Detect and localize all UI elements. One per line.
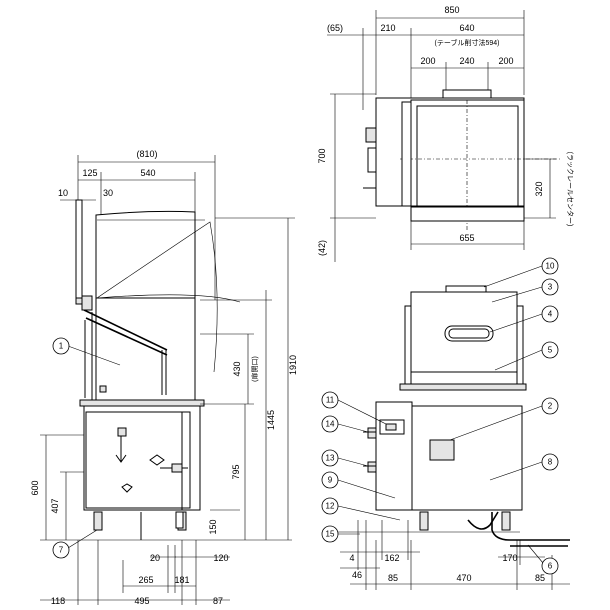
callout-10 <box>541 257 559 275</box>
callouts: 1 2 3 4 5 6 7 8 9 10 11 12 <box>52 257 559 575</box>
dim-700: 700 <box>317 148 327 163</box>
dim-85-left: 85 <box>388 573 398 583</box>
top-view: 850 (65) 210 640 (テーブル削寸法594) 200 240 20… <box>317 5 575 262</box>
callout-12-label: 12 <box>326 502 335 511</box>
callout-5-label: 5 <box>548 346 553 355</box>
callout-15 <box>321 525 339 543</box>
dim-600: 600 <box>30 480 40 495</box>
dim-10: 10 <box>58 188 68 198</box>
dim-640: 640 <box>459 23 474 33</box>
dim-4: 4 <box>349 553 354 563</box>
dim-120: 120 <box>213 553 228 563</box>
callout-3-label: 3 <box>548 283 553 292</box>
dim-118: 118 <box>51 596 65 606</box>
dim-795: 795 <box>231 464 241 479</box>
callout-13-label: 13 <box>326 454 335 463</box>
callout-4-label: 4 <box>548 310 553 319</box>
rail-center-note: (ラックレールセンター) <box>566 152 575 227</box>
callout-3 <box>541 278 559 296</box>
callout-2-label: 2 <box>548 402 553 411</box>
dim-1910: 1910 <box>288 355 298 375</box>
callout-7 <box>52 541 70 559</box>
dim-87: 87 <box>213 596 223 606</box>
table-cut-note: (テーブル削寸法594) <box>435 38 500 47</box>
dim-655: 655 <box>459 233 474 243</box>
dim-540: 540 <box>140 168 155 178</box>
dim-150: 150 <box>208 519 218 534</box>
front-view: 4 162 46 170 85 470 85 <box>330 285 570 590</box>
dim-320: 320 <box>534 181 544 196</box>
dim-42: (42) <box>317 240 327 256</box>
callout-8-label: 8 <box>548 458 553 467</box>
callout-1-label: 1 <box>59 342 64 351</box>
callout-13 <box>321 449 339 467</box>
dim-30: 30 <box>103 188 113 198</box>
callout-9 <box>321 471 339 489</box>
callout-11-label: 11 <box>326 396 335 405</box>
dim-65: (65) <box>327 23 343 33</box>
dim-162: 162 <box>384 553 399 563</box>
callout-12 <box>321 497 339 515</box>
callout-9-label: 9 <box>328 476 333 485</box>
callout-10-label: 10 <box>546 262 555 271</box>
callout-6 <box>541 557 559 575</box>
dim-46: 46 <box>352 570 362 580</box>
dim-200-left: 200 <box>420 56 435 66</box>
dim-240: 240 <box>459 56 474 66</box>
callout-15-label: 15 <box>326 530 335 539</box>
callout-5 <box>541 341 559 359</box>
callout-1 <box>52 337 70 355</box>
dim-430: 430 <box>232 361 242 376</box>
callout-7-label: 7 <box>59 546 64 555</box>
dim-200-right: 200 <box>498 56 513 66</box>
door-open-note: (扉開口) <box>250 356 259 382</box>
dim-470: 470 <box>456 573 471 583</box>
dim-407: 407 <box>50 498 60 513</box>
callout-4 <box>541 305 559 323</box>
dim-20: 20 <box>150 553 160 563</box>
callout-2 <box>541 397 559 415</box>
dim-265: 265 <box>138 575 153 585</box>
dim-495: 495 <box>134 596 149 606</box>
dim-181: 181 <box>174 575 189 585</box>
dim-1445: 1445 <box>266 410 276 430</box>
side-view: (810) 125 540 10 30 <box>30 149 298 606</box>
callout-11 <box>321 391 339 409</box>
dim-810: (810) <box>136 149 157 159</box>
dim-210: 210 <box>380 23 395 33</box>
dim-125: 125 <box>82 168 97 178</box>
callout-6-label: 6 <box>548 562 553 571</box>
dim-85-right: 85 <box>535 573 545 583</box>
dim-850: 850 <box>444 5 459 15</box>
dim-170: 170 <box>502 553 517 563</box>
callout-14-label: 14 <box>326 420 335 429</box>
callout-14 <box>321 415 339 433</box>
callout-8 <box>541 453 559 471</box>
